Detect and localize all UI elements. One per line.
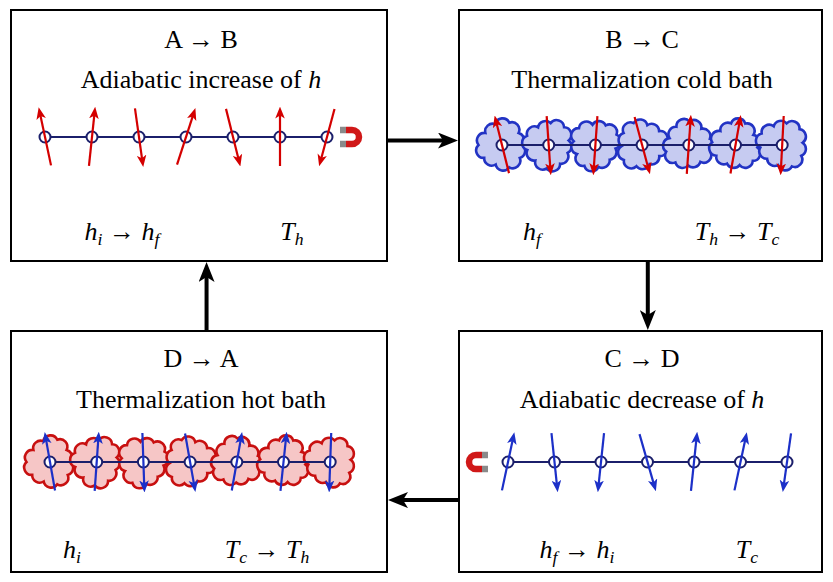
cycle-arrow — [205, 276, 209, 330]
step-description: Thermalization cold bath — [511, 65, 772, 95]
step-heading: D → A — [163, 344, 238, 374]
parameter-label: hf — [523, 217, 541, 247]
spin-chain — [40, 108, 360, 166]
spin-chain — [476, 116, 806, 174]
spin-arrow — [46, 440, 55, 490]
spin-arrow — [594, 116, 598, 167]
spin-arrow — [599, 433, 604, 484]
spin-arrow — [95, 440, 99, 491]
step-box: A → B Adiabatic increase of h hi → hf Th — [10, 9, 388, 262]
magnet-icon — [469, 455, 488, 469]
spin-arrow — [279, 115, 281, 166]
parameter-label: Th → Tc — [695, 217, 780, 247]
spin-arrow — [40, 115, 51, 165]
parameter-label: hi — [63, 535, 81, 565]
spin-arrow — [135, 108, 142, 159]
spin-arrow — [691, 440, 696, 491]
spin-arrow — [687, 123, 691, 174]
cycle-arrow — [646, 262, 650, 316]
spin-arrow — [640, 434, 654, 483]
spin-arrow — [185, 433, 194, 483]
spin-arrow — [734, 440, 745, 490]
spin-arrow — [781, 116, 784, 167]
step-description: Adiabatic decrease of h — [520, 385, 765, 415]
cycle-arrow — [388, 139, 444, 143]
spin-arrow — [232, 440, 241, 490]
step-box: C → D Adiabatic decrease of h hf → hi Tc — [458, 330, 823, 573]
spin-arrow — [635, 117, 648, 166]
spin-arrow — [730, 123, 739, 173]
spin-chain — [24, 433, 354, 491]
spin-arrow — [547, 116, 551, 167]
spin-arrow — [226, 109, 238, 158]
cycle-arrow — [402, 498, 458, 502]
parameter-label: hi → hf — [85, 217, 160, 247]
spin-arrow — [497, 124, 509, 173]
spin-arrow — [142, 433, 144, 484]
spin-arrow — [89, 115, 94, 166]
step-description: Adiabatic increase of h — [81, 65, 321, 95]
spin-arrow — [502, 440, 513, 490]
magnet-icon — [340, 130, 359, 144]
parameter-label: Th — [280, 217, 303, 247]
spin-arrow — [177, 116, 193, 165]
spin-arrow — [329, 433, 331, 484]
step-heading: C → D — [604, 344, 679, 374]
spin-arrow — [551, 433, 556, 484]
spin-arrow — [784, 433, 791, 484]
parameter-label: Tc → Th — [225, 535, 310, 565]
step-box: B → C Thermalization cold bath hf Th → Tc — [458, 9, 823, 262]
step-heading: B → C — [605, 25, 679, 55]
step-heading: A → B — [164, 25, 238, 55]
spin-chain — [469, 433, 793, 491]
spin-arrow — [280, 440, 285, 491]
spin-arrow — [321, 109, 334, 158]
step-box: D → A Thermalization hot bath hi Tc → Th — [10, 330, 388, 573]
step-description: Thermalization hot bath — [76, 385, 326, 415]
parameter-label: Tc — [736, 535, 758, 565]
parameter-label: hf → hi — [540, 535, 615, 565]
